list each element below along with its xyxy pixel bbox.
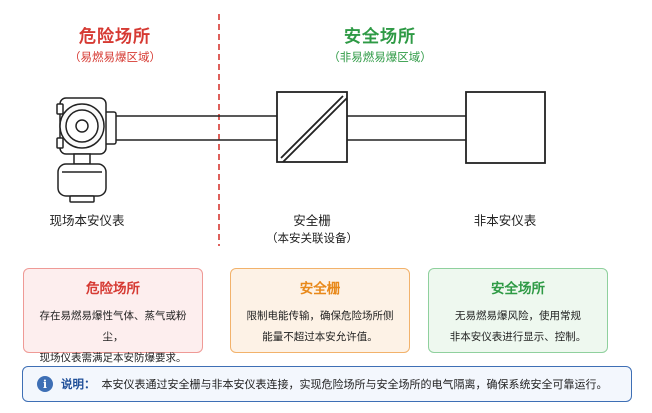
barrier-card-line: 限制电能传输，确保危险场所侧 <box>246 310 394 322</box>
safe-zone-card: 安全场所 无易燃易爆风险，使用常规 非本安仪表进行显示、控制。 <box>428 268 608 353</box>
safe-zone-subtitle: （非易燃易爆区域） <box>328 50 432 64</box>
safety-barrier-icon <box>276 91 348 163</box>
hazard-zone-card: 危险场所 存在易燃易爆性气体、蒸气或粉尘， 现场仪表需满足本安防爆要求。 <box>23 268 203 364</box>
hazard-card-line: 存在易燃易爆性气体、蒸气或粉尘， <box>39 310 187 343</box>
non-is-instrument-label: 非本安仪表 <box>473 213 537 228</box>
barrier-label: 安全栅 <box>293 213 331 228</box>
safe-card-line: 非本安仪表进行显示、控制。 <box>449 331 587 343</box>
hazard-card-line: 现场仪表需满足本安防爆要求。 <box>39 352 187 364</box>
cable-field-to-barrier <box>114 115 277 141</box>
note-bar: i 说明： 本安仪表通过安全栅与非本安仪表连接，实现危险场所与安全场所的电气隔离… <box>22 366 632 402</box>
info-icon: i <box>37 376 53 392</box>
barrier-card: 安全栅 限制电能传输，确保危险场所侧 能量不超过本安允许值。 <box>230 268 410 353</box>
barrier-card-line: 能量不超过本安允许值。 <box>262 331 378 343</box>
safe-zone-title: 安全场所 <box>344 27 416 47</box>
hazard-card-title: 危险场所 <box>86 281 140 297</box>
non-is-instrument-box <box>465 91 546 164</box>
field-transmitter-icon <box>56 97 117 203</box>
field-instrument-label: 现场本安仪表 <box>49 213 125 228</box>
hazard-zone-subtitle: （易燃易爆区域） <box>69 50 161 64</box>
cable-barrier-to-instrument <box>347 115 466 141</box>
note-label: 说明： <box>61 377 96 391</box>
barrier-sublabel: （本安关联设备） <box>266 231 358 245</box>
connection-diagram <box>56 14 546 246</box>
safe-card-title: 安全场所 <box>491 281 545 297</box>
note-text: 本安仪表通过安全栅与非本安仪表连接，实现危险场所与安全场所的电气隔离，确保系统安… <box>101 378 608 391</box>
hazard-zone-title: 危险场所 <box>79 27 151 47</box>
safe-card-line: 无易燃易爆风险，使用常规 <box>455 310 581 322</box>
barrier-card-title: 安全栅 <box>299 281 341 297</box>
